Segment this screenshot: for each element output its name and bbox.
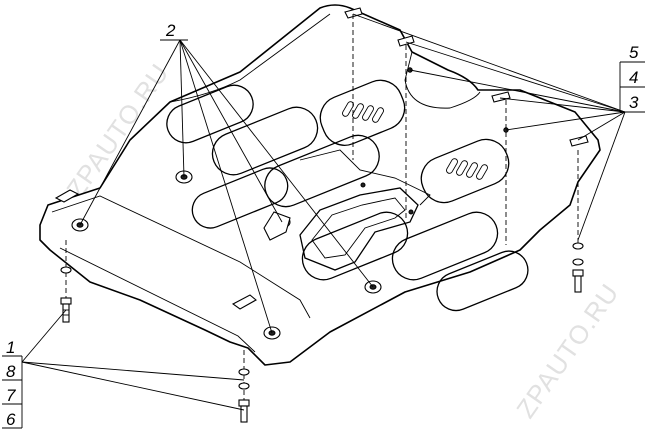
bolt-bottom-shank — [240, 405, 248, 423]
leader-1-b — [21, 361, 245, 411]
leader-2-e — [179, 39, 273, 334]
bracket-tab-rear-1 — [344, 7, 363, 19]
bolt-right-shank — [574, 275, 582, 293]
washer-right — [572, 242, 584, 250]
watermark-text-3: ZPAUTO.RU — [510, 278, 625, 424]
assembly-axes — [65, 14, 579, 400]
louvre-left-1 — [342, 101, 354, 117]
leader-2-b — [179, 39, 185, 178]
stamped-slots — [166, 79, 529, 312]
right-raised-edge — [404, 51, 481, 109]
washer-bottom — [238, 368, 250, 376]
leader-5-a — [352, 13, 626, 113]
plate-outline — [39, 4, 601, 366]
leader-4-a — [409, 69, 626, 113]
leader-5-d — [577, 111, 626, 141]
callout-4: 4 — [629, 68, 638, 87]
locator-dot-2 — [408, 209, 414, 215]
leader-1-a — [21, 309, 67, 363]
bracket-tab-rear-2 — [397, 35, 415, 47]
locator-dot — [360, 182, 366, 188]
louvre-right-4 — [476, 164, 488, 180]
bracket-tabs — [54, 7, 589, 310]
callout-box-right — [619, 62, 645, 113]
front-flange-bend-2 — [59, 247, 256, 353]
callout-box-left — [2, 355, 23, 429]
callout-labels: 2 5 4 3 1 8 7 6 — [6, 21, 639, 429]
leader-2-c — [179, 39, 283, 223]
slot-3 — [191, 167, 289, 229]
louvre-grille-right — [446, 158, 488, 180]
louvre-right-3 — [466, 162, 478, 178]
slot-9 — [301, 211, 409, 281]
bracket-tab-bottom — [231, 294, 257, 310]
washer-left — [60, 266, 72, 274]
fastener-set-right — [572, 242, 584, 293]
slot-1 — [166, 84, 254, 144]
leader-2-a — [79, 39, 181, 226]
leader-3-b — [577, 111, 626, 241]
callout-2: 2 — [165, 21, 176, 40]
louvre-right-2 — [456, 160, 468, 176]
louvre-right-1 — [446, 158, 458, 174]
center-ridge — [299, 149, 431, 206]
bracket-tab-center — [263, 211, 291, 241]
louvre-grille-left — [342, 101, 384, 123]
center-channel-inner — [311, 197, 406, 259]
bracket-tab-left — [54, 189, 80, 203]
leader-2-d — [179, 39, 374, 288]
bolt-right-head — [572, 269, 584, 277]
slot-6 — [420, 138, 510, 204]
louvre-left-2 — [352, 103, 364, 119]
callout-6: 6 — [6, 410, 16, 429]
louvre-left-3 — [362, 105, 374, 121]
leader-5-c — [499, 97, 626, 113]
slot-7 — [391, 211, 499, 281]
callout-7: 7 — [6, 386, 16, 405]
leader-3-a — [505, 111, 626, 131]
center-channel — [299, 187, 419, 271]
leader-lines — [21, 13, 645, 411]
washer-right-2 — [572, 258, 584, 266]
bracket-tab-rear-3 — [491, 91, 511, 103]
bracket-tab-rear-4 — [569, 135, 589, 147]
fastener-set-bottom — [238, 368, 250, 423]
slot-2 — [211, 106, 319, 176]
callout-1: 1 — [6, 338, 15, 357]
callout-5: 5 — [629, 43, 639, 62]
washer-bottom-2 — [238, 382, 250, 390]
leader-1-c — [21, 361, 245, 381]
callout-8: 8 — [6, 362, 16, 381]
slot-8 — [436, 250, 529, 312]
front-flange-bend — [51, 195, 311, 319]
skid-plate — [39, 4, 601, 366]
leader-5-b — [405, 41, 626, 113]
callout-3: 3 — [629, 93, 639, 112]
louvre-left-4 — [372, 107, 384, 123]
bolt-bottom-head — [238, 399, 250, 407]
bolt-left-head — [60, 297, 72, 305]
rear-raised-edge — [169, 13, 331, 103]
